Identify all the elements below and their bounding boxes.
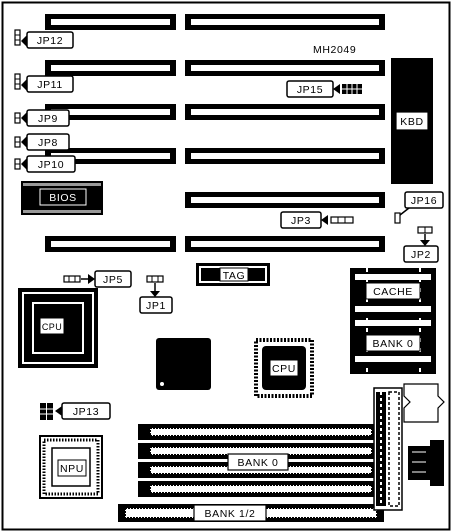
slot-right-4 (185, 148, 385, 164)
jp2-label: JP2 (411, 249, 431, 261)
power-connector (408, 440, 444, 486)
jp10-label: JP10 (38, 159, 64, 171)
jp12-label: JP12 (37, 35, 63, 47)
cpu-chip: CPU (254, 338, 314, 398)
jumper-jp1: JP1 (139, 275, 173, 314)
tag-label: TAG (223, 270, 246, 282)
slot-left-4 (45, 148, 176, 164)
jp9-label: JP9 (38, 113, 58, 125)
jumper-jp15: JP15 (286, 80, 362, 98)
jumper-jp16: JP16 (394, 191, 444, 224)
jp5-label: JP5 (103, 274, 123, 286)
bios-label: BIOS (49, 192, 77, 204)
jp1-label: JP1 (146, 300, 166, 312)
jumper-jp13: JP13 (40, 402, 111, 420)
cache-memory: CACHE BANK 0 (350, 268, 436, 374)
slot-left-3 (45, 104, 176, 120)
power-connector-outline (403, 383, 445, 423)
kbd-label: KBD (400, 116, 423, 128)
model-number: MH2049 (313, 44, 356, 56)
expansion-slots (45, 14, 385, 252)
jumper-jp12: JP12 (14, 29, 74, 49)
npu-label: NPU (60, 463, 84, 475)
jumper-jp10: JP10 (14, 155, 76, 173)
simm-bank0-label: BANK 0 (238, 457, 279, 469)
cache-bank0-label: BANK 0 (373, 338, 414, 350)
jumper-jp5: JP5 (63, 270, 132, 288)
slot-right-3 (185, 104, 385, 120)
simm-bank-0: BANK 0 (138, 424, 384, 497)
jp16-label: JP16 (411, 195, 437, 207)
simm-bank12-label: BANK 1/2 (205, 508, 256, 520)
npu-socket: NPU (39, 435, 103, 499)
cache-label: CACHE (373, 286, 413, 298)
io-header (373, 387, 403, 511)
bios-chip: BIOS (21, 181, 103, 215)
slot-right-1 (185, 14, 385, 30)
cpu-chip-label: CPU (272, 363, 296, 375)
jumper-jp8: JP8 (14, 133, 70, 151)
jumper-jp11: JP11 (14, 73, 74, 93)
slot-right-6 (185, 236, 385, 252)
slot-right-2 (185, 60, 385, 76)
keyboard-connector: KBD (391, 58, 433, 184)
slot-left-6 (45, 236, 176, 252)
chipset (156, 338, 211, 390)
slot-right-5 (185, 192, 385, 208)
cpu-socket: CPU (18, 288, 98, 368)
jp3-label: JP3 (291, 215, 311, 227)
jumper-jp2: JP2 (403, 226, 439, 263)
simm-bank-1-2: BANK 1/2 (118, 504, 384, 522)
jumper-jp9: JP9 (14, 109, 70, 127)
jumper-jp3: JP3 (280, 211, 354, 229)
cpu-socket-label: CPU (42, 322, 62, 332)
slot-left-2 (45, 60, 176, 76)
jp11-label: JP11 (37, 79, 63, 91)
slot-left-1 (45, 14, 176, 30)
jp8-label: JP8 (38, 137, 58, 149)
jp15-label: JP15 (297, 84, 323, 96)
jp13-label: JP13 (73, 406, 99, 418)
tag-sram: TAG (196, 263, 270, 286)
